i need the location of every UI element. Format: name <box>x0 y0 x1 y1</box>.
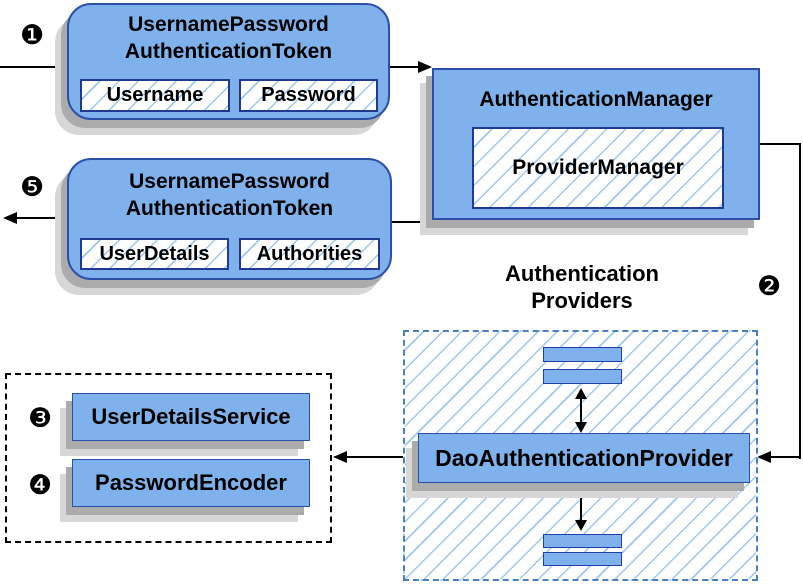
connector-into-dao-h <box>770 456 801 458</box>
provider-bar <box>543 534 622 548</box>
services-container <box>5 373 332 543</box>
provider-bar <box>543 369 622 384</box>
authorities-field-label: Authorities <box>256 242 363 265</box>
user-details-service-label: UserDetailsService <box>91 404 291 429</box>
connector-manager-right-h <box>758 143 801 145</box>
arrowhead-up <box>575 481 587 492</box>
token-request-title-line1: UsernamePassword <box>128 13 329 36</box>
connector-manager-right-v <box>799 143 801 459</box>
connector-manager-to-token <box>390 221 433 223</box>
dao-authentication-provider-label: DaoAuthenticationProvider <box>435 444 733 471</box>
step-4-badge: ❹ <box>28 470 53 501</box>
username-field-label: Username <box>106 84 204 106</box>
providers-heading-line2: Providers <box>531 288 633 313</box>
authentication-manager-title: AuthenticationManager <box>479 88 713 111</box>
step-1-badge: ❶ <box>20 20 45 51</box>
double-arrow-bottom <box>575 481 587 531</box>
token-request-box: UsernamePassword AuthenticationToken Use… <box>67 3 390 120</box>
arrow-stem <box>580 397 582 424</box>
password-field-label: Password <box>261 84 356 106</box>
connector-in-step1 <box>0 66 70 68</box>
step-3-badge: ❸ <box>28 403 53 434</box>
arrowhead-down <box>575 422 587 433</box>
password-encoder-box: PasswordEncoder <box>72 459 310 507</box>
arrowhead-into-auth-manager <box>418 61 432 73</box>
provider-bar <box>543 347 622 362</box>
providers-heading-line1: Authentication <box>505 261 659 286</box>
step-5-badge: ❺ <box>20 172 45 203</box>
token-response-box: UsernamePassword AuthenticationToken Use… <box>67 158 392 280</box>
arrowhead-into-dao <box>757 451 771 463</box>
connector-token-to-manager <box>388 66 419 68</box>
token-response-title: UsernamePassword AuthenticationToken <box>69 168 390 222</box>
provider-manager-label: ProviderManager <box>512 156 684 179</box>
arrowhead-down <box>575 520 587 531</box>
step-2-badge: ❷ <box>757 271 782 302</box>
authorities-field: Authorities <box>239 238 380 270</box>
user-details-service-box: UserDetailsService <box>72 393 310 441</box>
connector-out-step5 <box>16 217 67 219</box>
provider-bar <box>543 552 622 566</box>
password-encoder-label: PasswordEncoder <box>95 470 287 495</box>
user-details-field: UserDetails <box>80 238 229 270</box>
double-arrow-top <box>575 388 587 433</box>
arrowhead-up <box>575 388 587 399</box>
dao-authentication-provider-box: DaoAuthenticationProvider <box>418 433 750 483</box>
arrow-stem <box>580 490 582 522</box>
connector-dao-to-services <box>346 456 418 458</box>
provider-manager-box: ProviderManager <box>472 127 724 209</box>
arrowhead-into-services-box <box>333 451 347 463</box>
authentication-manager-box: AuthenticationManager ProviderManager <box>432 68 760 220</box>
arrowhead-out-left <box>3 212 17 224</box>
username-field: Username <box>80 79 230 112</box>
authentication-providers-heading: Authentication Providers <box>462 260 702 314</box>
user-details-field-label: UserDetails <box>99 242 210 265</box>
token-response-title-line1: UsernamePassword <box>129 170 330 193</box>
token-response-title-line2: AuthenticationToken <box>125 197 334 220</box>
password-field: Password <box>239 79 378 112</box>
token-request-title-line2: AuthenticationToken <box>124 40 333 63</box>
token-request-title: UsernamePassword AuthenticationToken <box>69 11 388 65</box>
